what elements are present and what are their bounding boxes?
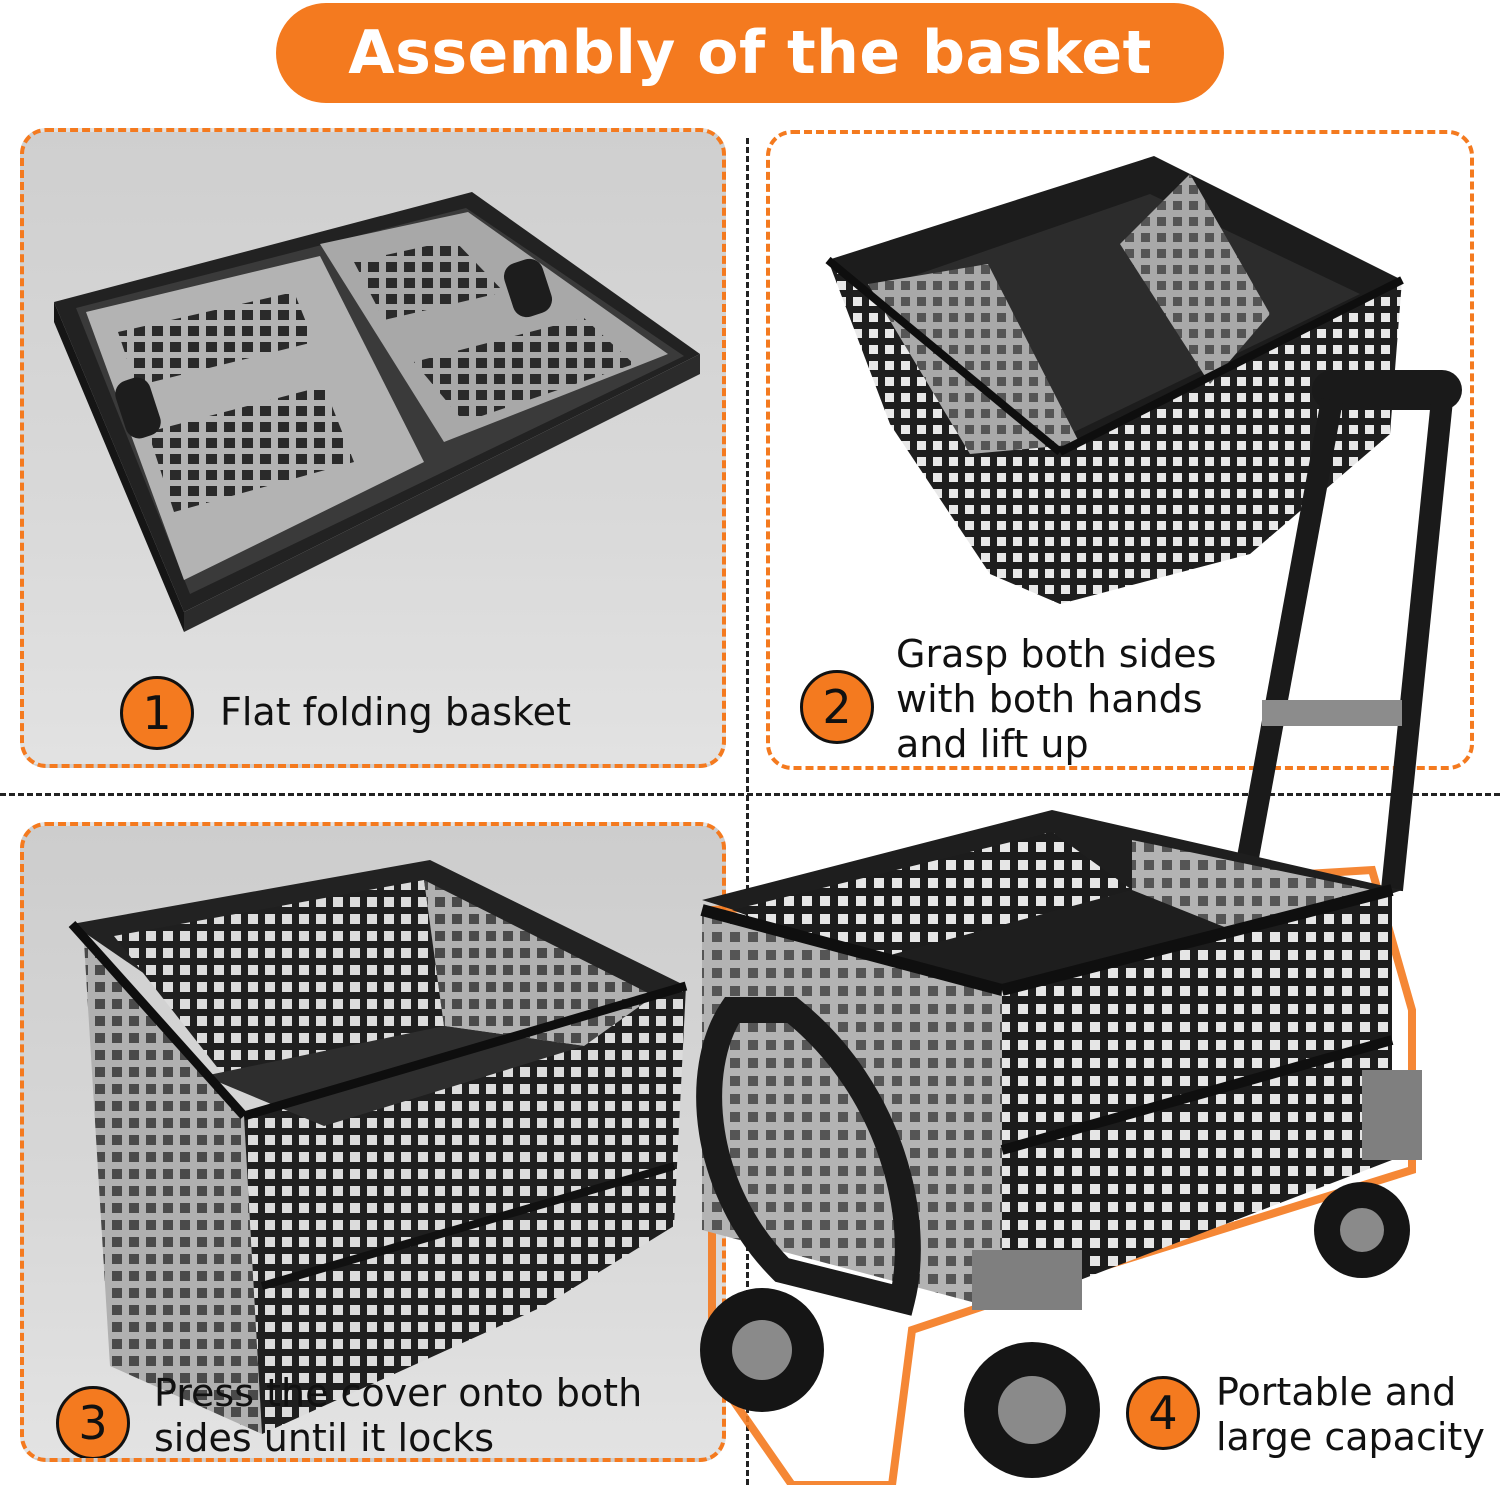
half-open-basket-illustration (825, 156, 1404, 604)
page-title: Assembly of the basket (348, 18, 1152, 88)
title-banner: Assembly of the basket (276, 3, 1224, 103)
step-3-number-badge: 3 (56, 1386, 130, 1458)
step-3-caption: Press the cover onto both sides until it… (154, 1371, 643, 1460)
step-2-number-badge: 2 (800, 670, 874, 744)
flat-basket-illustration (54, 192, 700, 632)
step-2-panel: 2 Grasp both sides with both hands and l… (766, 130, 1474, 770)
step-1-panel: 1 Flat folding basket (20, 128, 726, 768)
step-2-caption: Grasp both sides with both hands and lif… (896, 632, 1217, 766)
step-4-number-badge: 4 (1126, 1376, 1200, 1450)
cart-illustration (696, 370, 1462, 1485)
step-4-caption: Portable and large capacity (1216, 1370, 1485, 1459)
open-basket-illustration (68, 860, 688, 1434)
step-1-number-badge: 1 (120, 676, 194, 750)
step-3-panel: 3 Press the cover onto both sides until … (20, 822, 726, 1462)
vertical-divider (746, 138, 749, 1485)
horizontal-divider (0, 793, 1500, 796)
step-1-caption: Flat folding basket (220, 690, 571, 734)
